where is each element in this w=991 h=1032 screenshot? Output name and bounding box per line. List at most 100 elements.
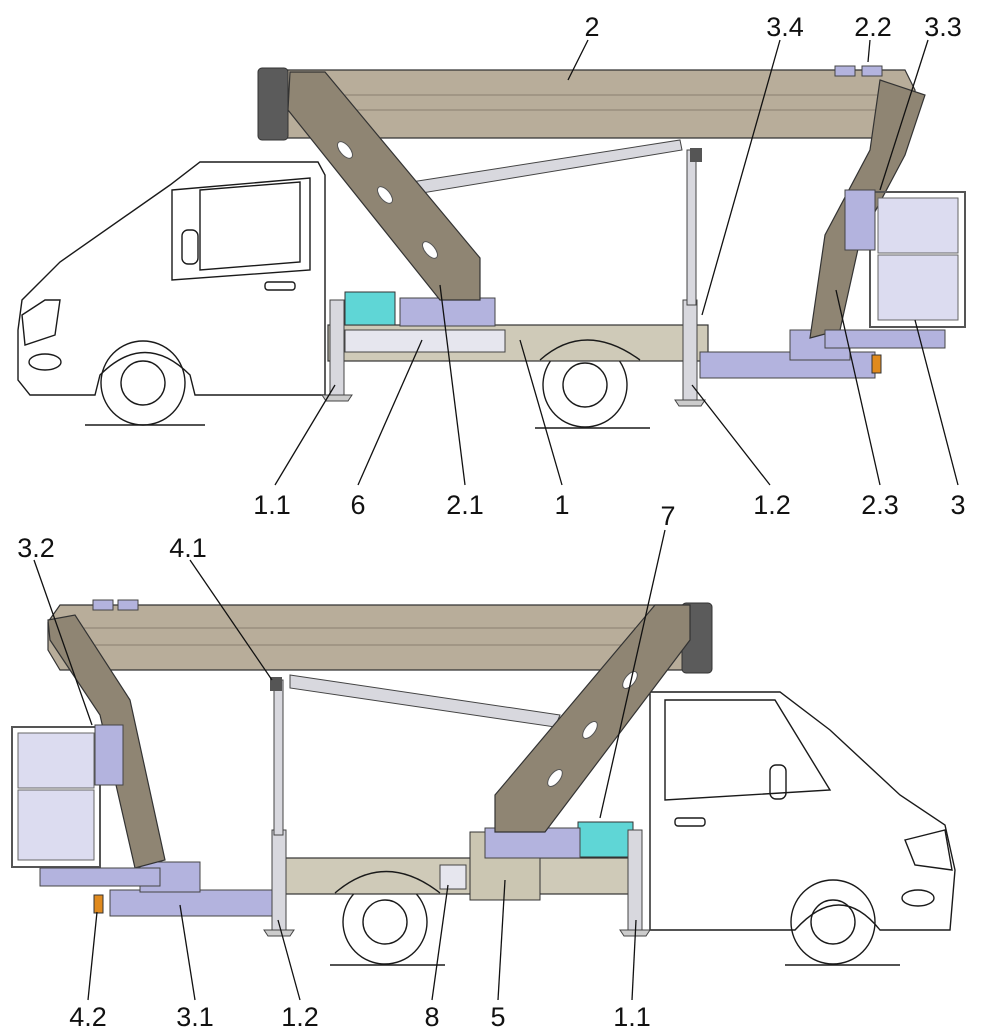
leader-6 [357, 339, 423, 486]
label-2: 2 [584, 12, 599, 42]
lift-cylinder [404, 139, 683, 196]
outrigger-front-pad [321, 394, 353, 402]
label-1.1: 1.1 [613, 1002, 651, 1032]
leader-3.3 [879, 39, 929, 191]
basket-lower-panel [17, 789, 95, 861]
arm-hole [547, 769, 563, 787]
outrigger-front [627, 829, 643, 931]
turret [484, 827, 581, 859]
arm-hole [377, 186, 393, 204]
rear-wheel-hub [562, 362, 608, 408]
door-handle [264, 281, 296, 291]
mirror [769, 764, 787, 800]
outrigger-rear [271, 829, 287, 931]
label-8: 8 [424, 1002, 439, 1032]
turret [399, 297, 496, 327]
front-wheel-hub [120, 360, 166, 406]
cab-window [171, 177, 311, 281]
valve-block [690, 148, 702, 162]
emergency-pump [439, 864, 467, 890]
arm-hole [622, 671, 638, 689]
boom-sensor [92, 599, 114, 611]
headlight-grille [904, 829, 953, 871]
control-panel [344, 329, 506, 353]
door-handle [674, 817, 706, 827]
leader-1 [519, 339, 563, 486]
outrigger-rear-pad [674, 399, 706, 407]
boom-sensor [861, 65, 883, 77]
leader-2.3 [835, 289, 881, 486]
lift-cylinder [289, 674, 561, 728]
fog-light [901, 889, 935, 907]
wheel-arch [334, 870, 441, 894]
top-view-labels: 2 3.4 2.2 3.3 1.1 6 2.1 1 1.2 2.3 3 [253, 12, 965, 520]
knuckle-arm [494, 604, 691, 833]
cab-window [664, 699, 832, 801]
leader-1.2 [691, 384, 771, 486]
valve-block [270, 677, 282, 691]
label-2.2: 2.2 [854, 12, 892, 42]
label-5: 5 [490, 1002, 505, 1032]
arm-hole [582, 721, 598, 739]
leader-8 [431, 884, 449, 1001]
cab [649, 691, 956, 931]
front-wheel [790, 879, 876, 965]
front-wheel [100, 340, 186, 426]
mirror [181, 229, 199, 265]
wheel-arch [539, 339, 641, 361]
boom-sensor [834, 65, 856, 77]
label-4.1: 4.1 [169, 533, 207, 563]
column-cylinder [273, 679, 284, 836]
leader-2.2 [867, 39, 871, 63]
bottom-view [11, 529, 956, 1001]
leader-5 [497, 879, 506, 1001]
label-2.1: 2.1 [446, 490, 484, 520]
label-2.3: 2.3 [861, 490, 899, 520]
label-3.2: 3.2 [17, 533, 55, 563]
basket-rotator [94, 724, 124, 786]
basket-upper-panel [877, 197, 959, 254]
rear-wheel-hub [362, 899, 408, 945]
rear-support [109, 889, 286, 917]
basket-base [824, 329, 946, 349]
basket-rotator [844, 189, 876, 251]
top-view [17, 39, 966, 486]
basket-base [39, 867, 161, 887]
leader-7 [599, 529, 666, 819]
hydraulic-tank [577, 821, 634, 858]
headlight-grille [21, 299, 61, 346]
outrigger-front [329, 299, 345, 396]
column-cylinder [686, 149, 697, 306]
knuckle-arm [287, 71, 481, 301]
leader-3.2 [33, 559, 93, 726]
leader-2 [567, 39, 589, 81]
leader-3.1 [179, 904, 196, 1001]
outrigger-rear [682, 299, 698, 401]
fog-light [28, 353, 62, 371]
boom-sensor [117, 599, 139, 611]
basket-frame [11, 726, 101, 868]
leader-1.1 [274, 384, 336, 486]
arm-hole [422, 241, 438, 259]
label-3.4: 3.4 [766, 12, 804, 42]
label-6: 6 [350, 490, 365, 520]
basket-lower-panel [877, 254, 959, 321]
label-4.2: 4.2 [69, 1002, 107, 1032]
beacon [93, 894, 104, 914]
basket-frame [869, 191, 966, 328]
outrigger-rear-pad [263, 929, 295, 937]
front-wheel-hub [810, 899, 856, 945]
leader-2.1 [439, 284, 466, 486]
label-7: 7 [660, 501, 675, 531]
label-1: 1 [554, 490, 569, 520]
label-1.1: 1.1 [253, 490, 291, 520]
label-3.3: 3.3 [924, 12, 962, 42]
label-1.2: 1.2 [281, 1002, 319, 1032]
arm-hole [337, 141, 353, 159]
boom-head [257, 67, 289, 141]
leader-3 [914, 319, 959, 486]
cab [17, 161, 326, 396]
bottom-view-labels: 3.2 4.1 7 4.2 3.1 1.2 8 5 1.1 [17, 501, 675, 1032]
beacon [871, 354, 882, 374]
